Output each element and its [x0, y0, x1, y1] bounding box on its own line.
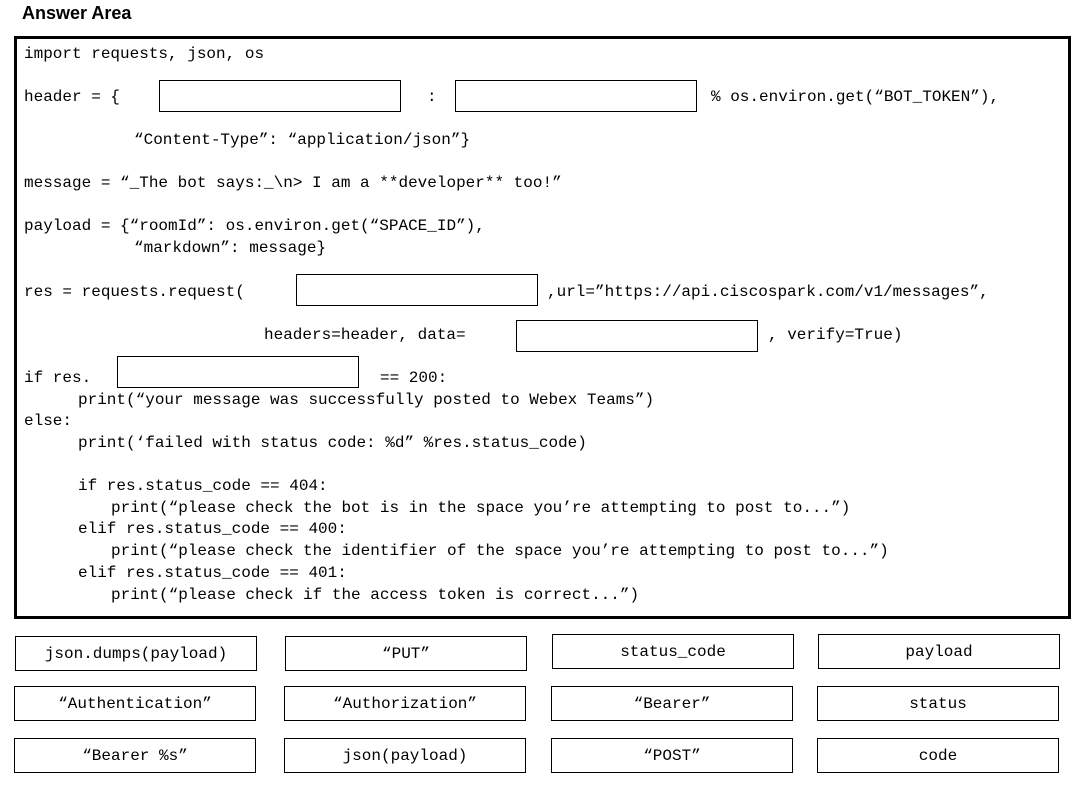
option-put[interactable]: “PUT”: [285, 636, 527, 671]
code-line-request: res = requests.request(: [24, 283, 245, 301]
answer-area-title: Answer Area: [22, 3, 132, 23]
option-status[interactable]: status: [817, 686, 1059, 721]
code-line-else: else:: [24, 412, 73, 430]
option-status-code[interactable]: status_code: [552, 634, 794, 669]
code-line-print-404: print(“please check the bot is in the sp…: [111, 499, 851, 517]
option-post[interactable]: “POST”: [551, 738, 793, 773]
code-line-markdown: “markdown”: message}: [134, 239, 327, 257]
option-json-payload[interactable]: json(payload): [284, 738, 526, 773]
option-code[interactable]: code: [817, 738, 1059, 773]
code-line-print-400: print(“please check the identifier of th…: [111, 542, 889, 560]
code-line-import: import requests, json, os: [24, 45, 265, 63]
code-verify: , verify=True): [768, 326, 903, 344]
code-eq-200: == 200:: [380, 369, 448, 387]
drop-slot-header-key[interactable]: [159, 80, 401, 112]
code-line-headers: headers=header, data=: [264, 326, 466, 344]
code-line-print-success: print(“your message was successfully pos…: [78, 391, 655, 409]
code-colon: :: [427, 88, 437, 106]
code-line-payload: payload = {“roomId”: os.environ.get(“SPA…: [24, 217, 485, 235]
option-json-dumps-payload[interactable]: json.dumps(payload): [15, 636, 257, 671]
drop-slot-method[interactable]: [296, 274, 538, 306]
code-bot-token: % os.environ.get(“BOT_TOKEN”),: [711, 88, 1000, 106]
option-payload[interactable]: payload: [818, 634, 1060, 669]
drop-slot-status[interactable]: [117, 356, 359, 388]
drop-slot-header-value[interactable]: [455, 80, 697, 112]
code-line-print-401: print(“please check if the access token …: [111, 586, 640, 604]
code-line-elif-400: elif res.status_code == 400:: [78, 520, 347, 538]
code-line-if: if res.: [24, 369, 92, 387]
option-authentication[interactable]: “Authentication”: [14, 686, 256, 721]
code-line-header: header = {: [24, 88, 121, 106]
code-url: ,url=”https://api.ciscospark.com/v1/mess…: [547, 283, 989, 301]
option-bearer-s[interactable]: “Bearer %s”: [14, 738, 256, 773]
code-line-print-failed: print(‘failed with status code: %d” %res…: [78, 434, 587, 452]
code-line-if-404: if res.status_code == 404:: [78, 477, 328, 495]
drop-slot-data[interactable]: [516, 320, 758, 352]
option-authorization[interactable]: “Authorization”: [284, 686, 526, 721]
code-line-content-type: “Content-Type”: “application/json”}: [134, 131, 471, 149]
code-line-elif-401: elif res.status_code == 401:: [78, 564, 347, 582]
option-bearer[interactable]: “Bearer”: [551, 686, 793, 721]
code-line-message: message = “_The bot says:_\n> I am a **d…: [24, 174, 562, 192]
